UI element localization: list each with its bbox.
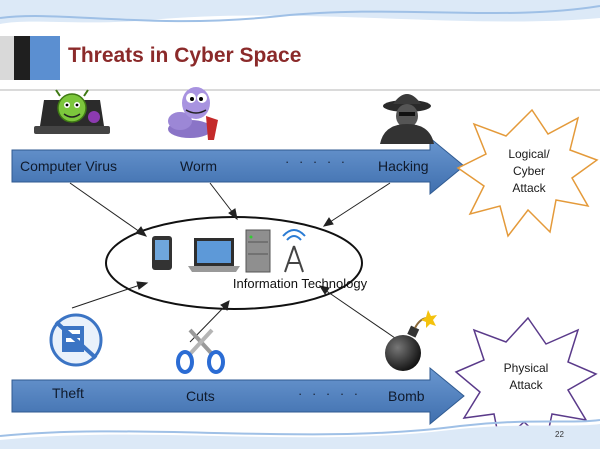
cyber-threats-arrow bbox=[11, 136, 465, 196]
top-wave-decoration bbox=[0, 0, 600, 24]
header-blocks bbox=[0, 36, 600, 91]
logical-attack-line-3: Attack bbox=[512, 181, 546, 195]
label-bomb: Bomb bbox=[388, 388, 425, 404]
bottom-ellipsis: · · · · · bbox=[298, 386, 362, 401]
virus-laptop-icon bbox=[34, 89, 110, 134]
connector-arrows bbox=[69, 182, 396, 343]
physical-attack-label: Physical Attack bbox=[488, 360, 564, 394]
label-worm: Worm bbox=[180, 158, 218, 174]
logical-attack-line-1: Logical/ bbox=[508, 147, 550, 161]
theft-icon bbox=[49, 313, 103, 367]
physical-attack-line-2: Attack bbox=[509, 378, 543, 392]
page-number: 22 bbox=[555, 430, 564, 439]
logical-attack-label: Logical/ Cyber Attack bbox=[492, 146, 566, 197]
slide-title: Threats in Cyber Space bbox=[68, 44, 302, 67]
label-computer-virus: Computer Virus bbox=[20, 158, 118, 174]
laptop-icon bbox=[188, 238, 240, 272]
worm-icon bbox=[168, 87, 218, 140]
physical-attack-line-1: Physical bbox=[503, 361, 549, 375]
logical-attack-line-2: Cyber bbox=[512, 164, 545, 178]
physical-threats-arrow bbox=[11, 366, 465, 426]
label-hacking: Hacking bbox=[378, 158, 429, 174]
smartphone-icon bbox=[152, 236, 172, 270]
server-icon bbox=[245, 229, 271, 273]
antenna-tower-icon bbox=[282, 229, 306, 273]
scissors-icon bbox=[176, 328, 225, 374]
top-ellipsis: · · · · · bbox=[285, 154, 349, 169]
bomb-icon bbox=[385, 310, 437, 371]
label-theft: Theft bbox=[52, 385, 84, 401]
bottom-wave-decoration bbox=[0, 419, 600, 449]
logical-attack-burst bbox=[456, 108, 599, 238]
label-cuts: Cuts bbox=[186, 388, 215, 404]
hacker-icon bbox=[380, 94, 434, 144]
information-technology-label: Information Technology bbox=[232, 276, 368, 291]
